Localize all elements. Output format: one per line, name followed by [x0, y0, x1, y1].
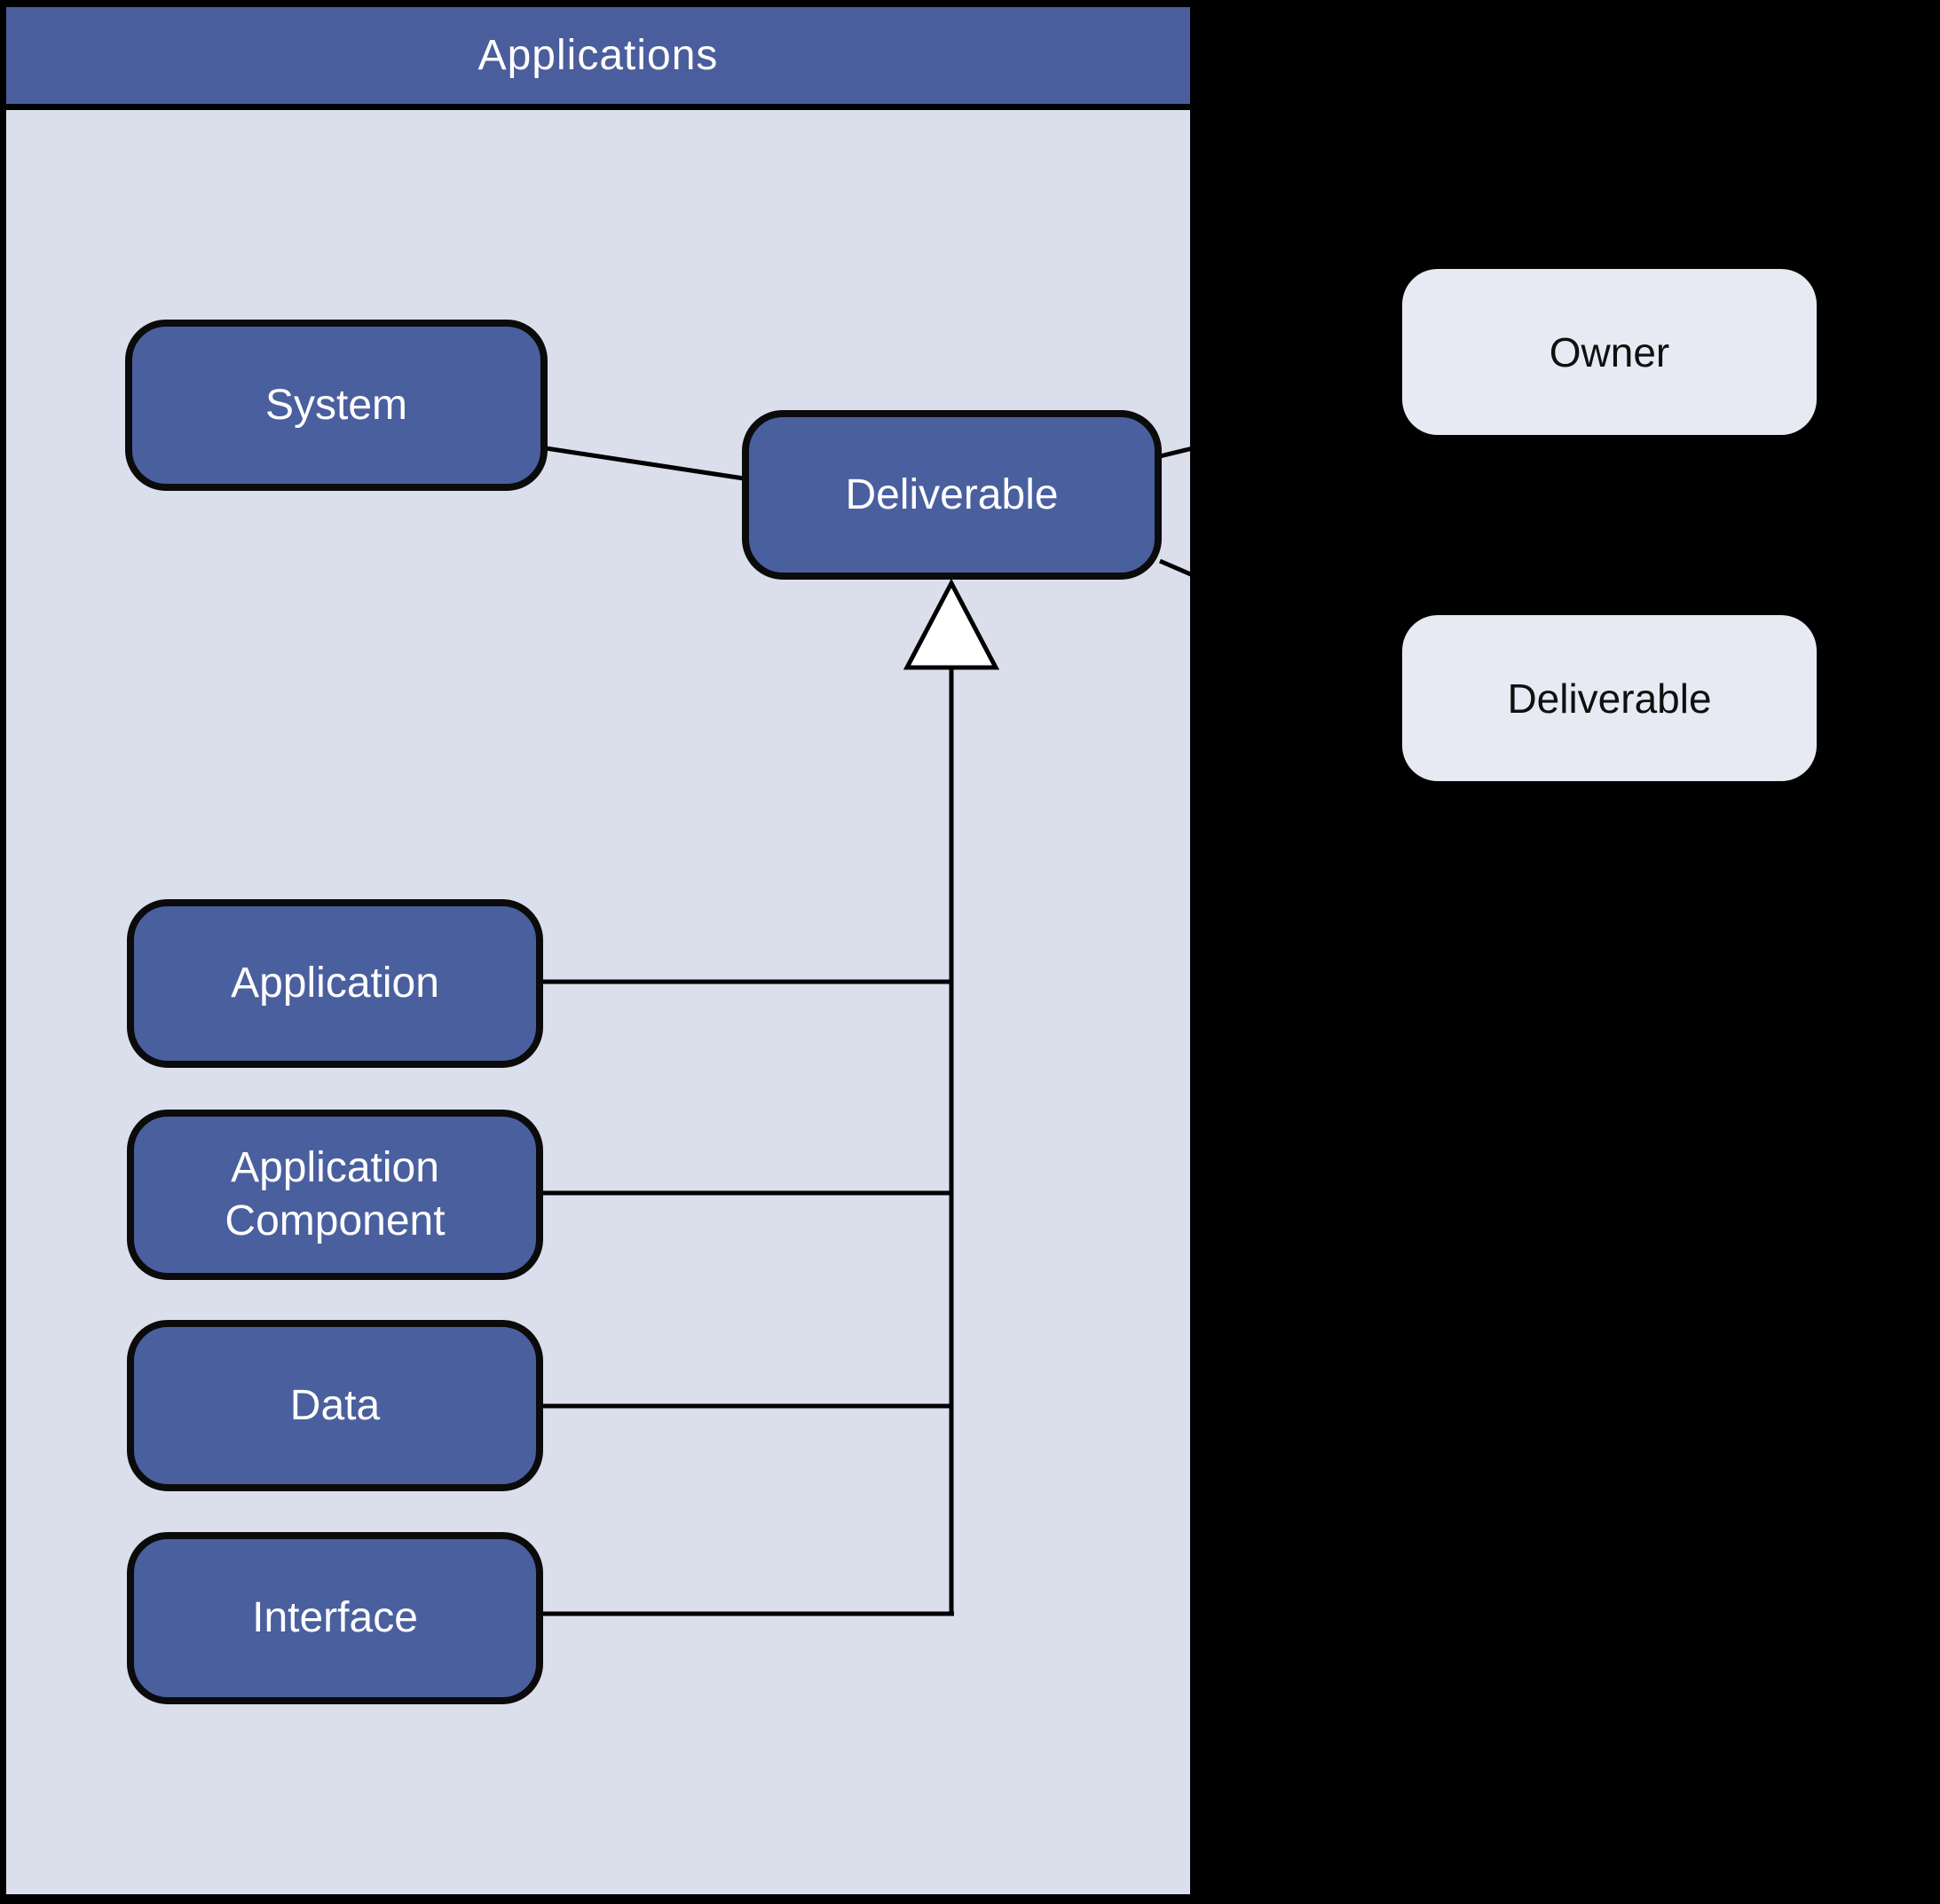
node-application-component[interactable]: Application Component: [127, 1110, 543, 1280]
applications-panel-header: Applications: [6, 7, 1190, 104]
legend-owner[interactable]: Owner: [1402, 269, 1817, 435]
applications-panel-title: Applications: [477, 32, 719, 79]
node-data[interactable]: Data: [127, 1320, 543, 1491]
node-application[interactable]: Application: [127, 899, 543, 1068]
legend-deliverable[interactable]: Deliverable: [1402, 615, 1817, 781]
node-interface[interactable]: Interface: [127, 1532, 543, 1704]
node-deliverable[interactable]: Deliverable: [742, 410, 1162, 580]
node-system[interactable]: System: [125, 320, 548, 491]
